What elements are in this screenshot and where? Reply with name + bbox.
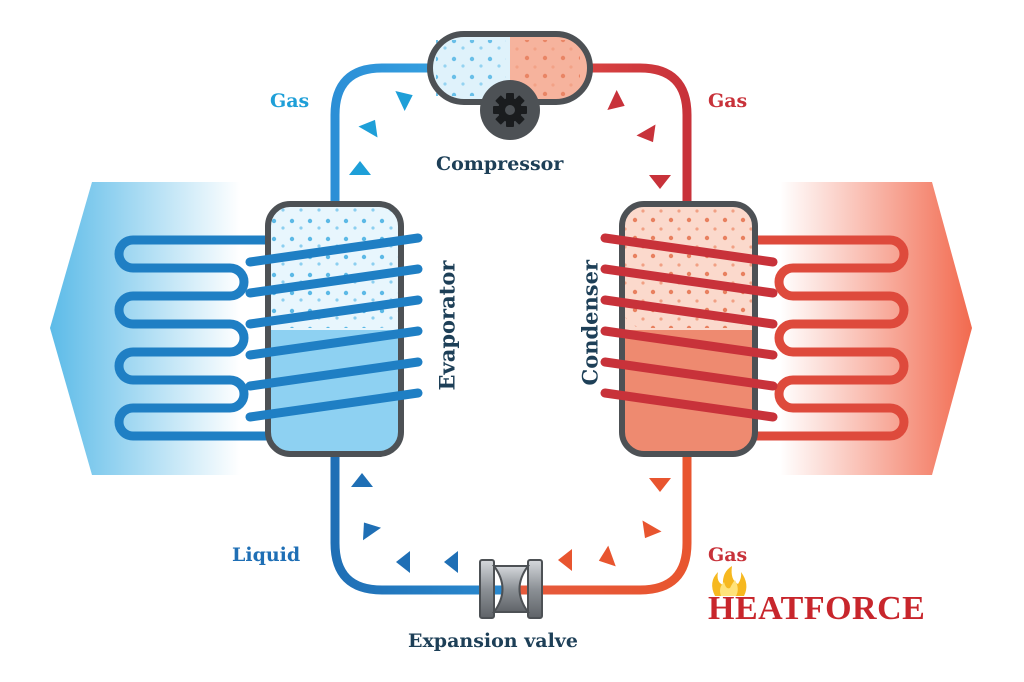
gear-icon	[480, 80, 540, 140]
liquid-label: Liquid	[232, 544, 301, 566]
compressor-label: Compressor	[436, 153, 564, 175]
evaporator-tank	[265, 201, 404, 457]
gas-label-bottom-right: Gas	[708, 544, 748, 566]
flow-arrows-left	[349, 91, 413, 175]
flame-icon	[712, 566, 747, 596]
evaporator-label: Evaporator	[434, 260, 460, 391]
flow-arrows-bottom-left	[351, 473, 458, 573]
evaporator-outdoor-coil	[114, 235, 275, 441]
gas-label-left: Gas	[270, 90, 310, 112]
compressor	[427, 31, 593, 105]
flow-arrows-bottom-right	[558, 478, 671, 571]
heatforce-logo: HEATFORCE	[708, 590, 926, 627]
expansion-valve	[479, 559, 543, 619]
flow-arrows-right	[607, 90, 671, 189]
condenser-coil-wraps	[600, 233, 778, 422]
evaporator-coil-wraps	[245, 233, 423, 422]
expansion-valve-label: Expansion valve	[408, 630, 578, 652]
condenser-tank	[619, 201, 758, 457]
gas-label-right: Gas	[708, 90, 748, 112]
condenser-indoor-coil	[747, 235, 909, 441]
condenser-label: Condenser	[577, 259, 603, 386]
